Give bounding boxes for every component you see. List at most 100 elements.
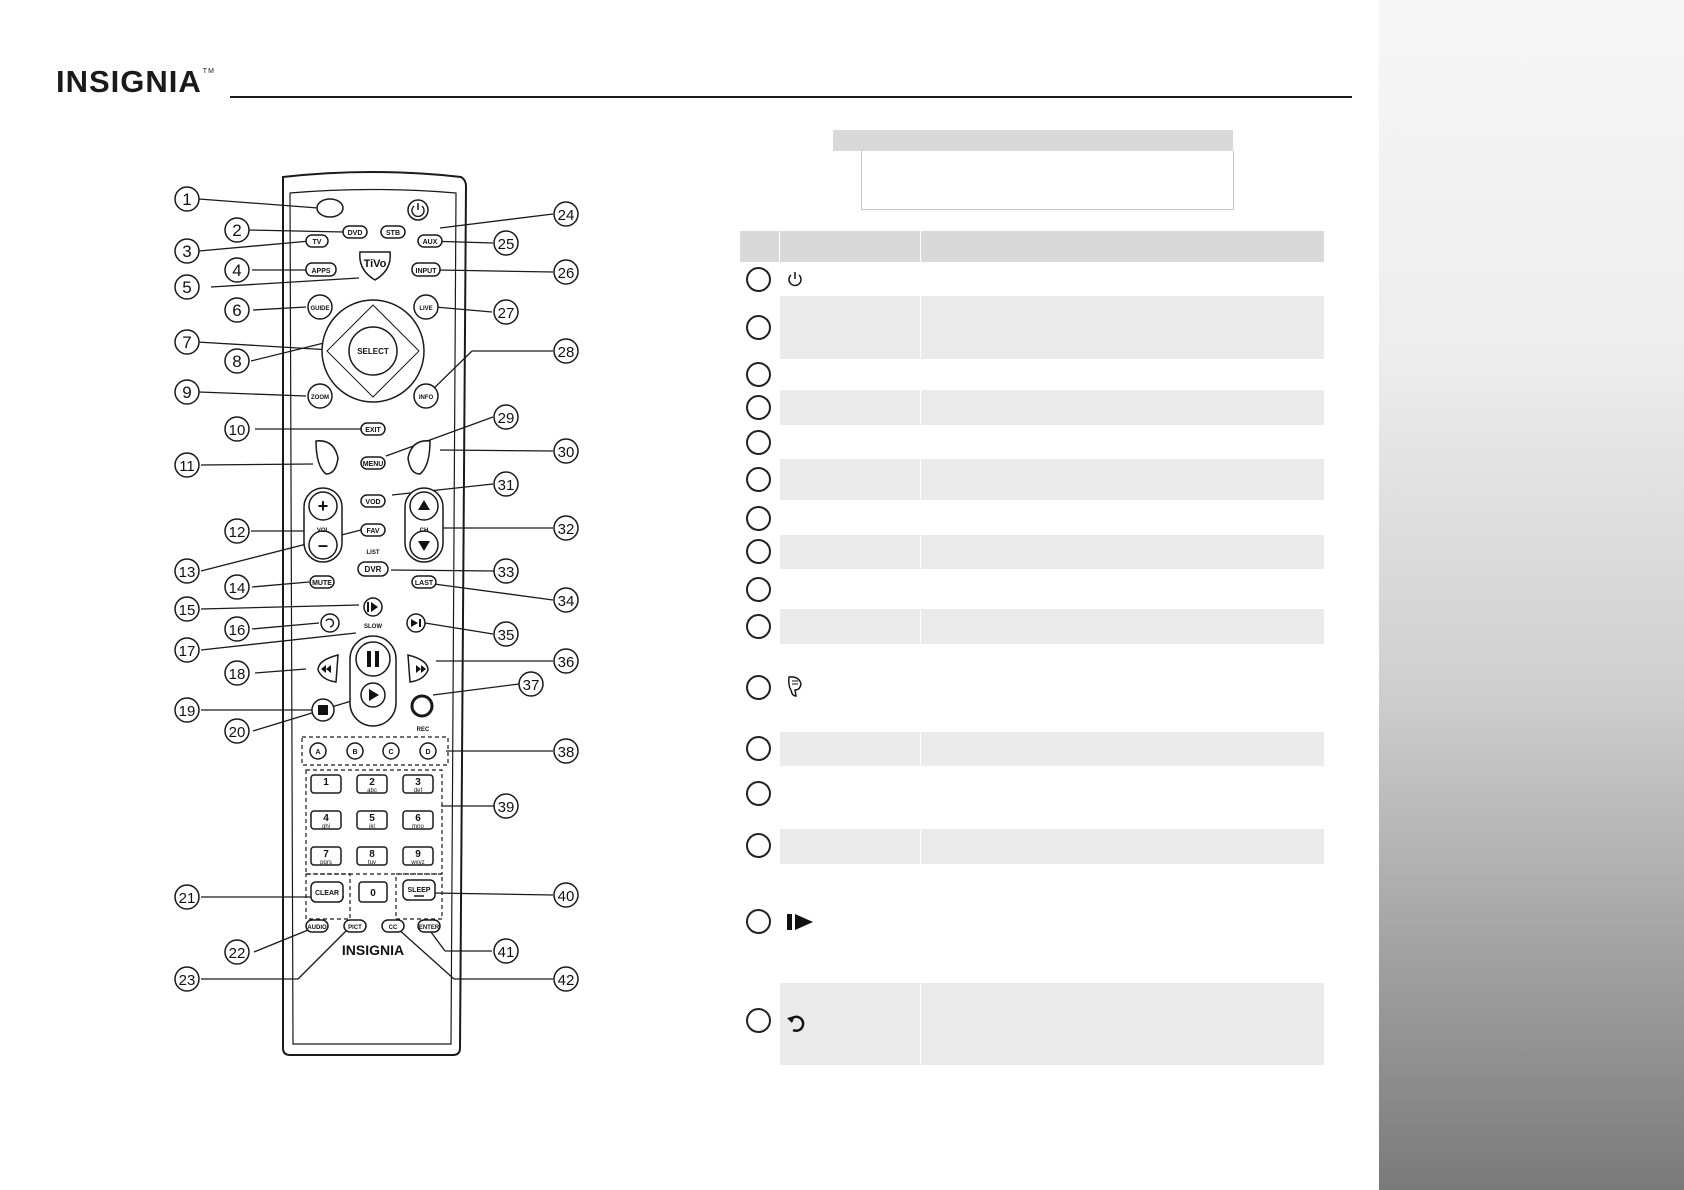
- svg-text:C: C: [388, 749, 393, 756]
- button-reference-table: [740, 231, 1324, 1065]
- a-button: A: [309, 742, 327, 760]
- table-row: [740, 766, 1324, 829]
- svg-text:35: 35: [498, 627, 515, 644]
- svg-text:4: 4: [232, 261, 241, 280]
- table-row: [740, 569, 1324, 609]
- note-box: [861, 151, 1234, 210]
- svg-text:EXIT: EXIT: [365, 427, 381, 434]
- svg-text:2: 2: [232, 221, 241, 240]
- svg-text:VOD: VOD: [365, 499, 380, 506]
- callout-21: 21: [174, 884, 200, 910]
- callout-markers: 1 2 3 4 5 6 7 8 9 10 11 12 13 14 15 16 1…: [174, 186, 579, 992]
- row-number-marker: [746, 577, 771, 602]
- callout-37: 37: [518, 671, 544, 697]
- callout-34: 34: [553, 587, 579, 613]
- svg-text:STB: STB: [386, 230, 400, 237]
- callout-17: 17: [174, 637, 200, 663]
- svg-text:SLEEP: SLEEP: [408, 887, 431, 894]
- svg-text:18: 18: [229, 666, 246, 683]
- svg-text:15: 15: [179, 602, 196, 619]
- table-row: [740, 535, 1324, 569]
- fast-forward-button: [407, 654, 429, 683]
- keypad-group: [305, 769, 443, 875]
- callout-8: 8: [224, 348, 250, 374]
- svg-text:AUX: AUX: [423, 239, 438, 246]
- color-buttons-group: [301, 736, 449, 766]
- svg-text:6: 6: [415, 813, 421, 824]
- svg-text:30: 30: [558, 444, 575, 461]
- callout-39: 39: [493, 793, 519, 819]
- zoom-button: ZOOM: [307, 383, 333, 409]
- callout-2: 2: [224, 217, 250, 243]
- svg-text:34: 34: [558, 593, 575, 610]
- fav-button: FAV: [360, 523, 386, 537]
- power-button: [407, 199, 429, 221]
- table-row: [740, 500, 1324, 535]
- svg-text:CC: CC: [389, 925, 398, 931]
- callout-42: 42: [553, 966, 579, 992]
- table-row: [740, 390, 1324, 425]
- table-row: [740, 459, 1324, 500]
- callout-36: 36: [553, 648, 579, 674]
- dvd-button: DVD: [342, 225, 368, 239]
- tv-button: TV: [305, 234, 329, 248]
- callout-41: 41: [493, 938, 519, 964]
- exit-button: EXIT: [360, 422, 386, 436]
- logo-text: INSIGNIA: [56, 64, 202, 99]
- slow-button: [363, 597, 383, 617]
- svg-text:INPUT: INPUT: [416, 268, 438, 275]
- table-row: [740, 609, 1324, 644]
- svg-text:def: def: [414, 788, 423, 794]
- svg-text:6: 6: [232, 301, 241, 320]
- table-row: [740, 732, 1324, 766]
- callout-9: 9: [174, 379, 200, 405]
- apps-button: APPS: [305, 262, 337, 277]
- svg-text:1: 1: [323, 777, 329, 788]
- replay-button: [320, 613, 340, 633]
- input-select-button: [316, 198, 344, 218]
- navigation-ring: SELECT: [321, 299, 425, 403]
- svg-text:4: 4: [323, 813, 329, 824]
- callout-26: 26: [553, 259, 579, 285]
- svg-text:11: 11: [179, 458, 195, 475]
- svg-text:APPS: APPS: [311, 268, 330, 275]
- svg-text:FAV: FAV: [366, 528, 379, 535]
- callout-7: 7: [174, 329, 200, 355]
- callout-28: 28: [553, 338, 579, 364]
- svg-text:A: A: [315, 749, 320, 756]
- svg-text:16: 16: [229, 622, 246, 639]
- table-row: [740, 262, 1324, 296]
- row-number-marker: [746, 675, 771, 700]
- channel-rocker: CH: [404, 487, 444, 563]
- cc-button: CC: [381, 919, 405, 933]
- svg-text:20: 20: [229, 724, 246, 741]
- svg-text:B: B: [352, 749, 357, 756]
- record-button: [410, 694, 434, 718]
- row-number-marker: [746, 315, 771, 340]
- svg-text:LAST: LAST: [415, 580, 434, 587]
- slow-label: SLOW: [364, 624, 382, 630]
- svg-text:8: 8: [369, 849, 375, 860]
- info-button: INFO: [413, 383, 439, 409]
- callout-5: 5: [174, 274, 200, 300]
- list-label: LIST: [367, 550, 380, 556]
- svg-text:CH: CH: [420, 528, 429, 534]
- svg-text:38: 38: [558, 744, 575, 761]
- svg-text:+: +: [318, 496, 329, 516]
- svg-text:9: 9: [182, 383, 191, 402]
- row-number-marker: [746, 362, 771, 387]
- svg-text:wxyz: wxyz: [410, 860, 424, 866]
- svg-text:26: 26: [558, 265, 575, 282]
- callout-24: 24: [553, 201, 579, 227]
- svg-text:19: 19: [179, 703, 196, 720]
- svg-text:D: D: [425, 749, 430, 756]
- svg-text:29: 29: [498, 410, 515, 427]
- c-button: C: [382, 742, 400, 760]
- svg-text:12: 12: [229, 524, 246, 541]
- svg-text:AUDIO: AUDIO: [307, 925, 327, 931]
- svg-text:10: 10: [229, 422, 246, 439]
- svg-text:jkl: jkl: [368, 824, 375, 830]
